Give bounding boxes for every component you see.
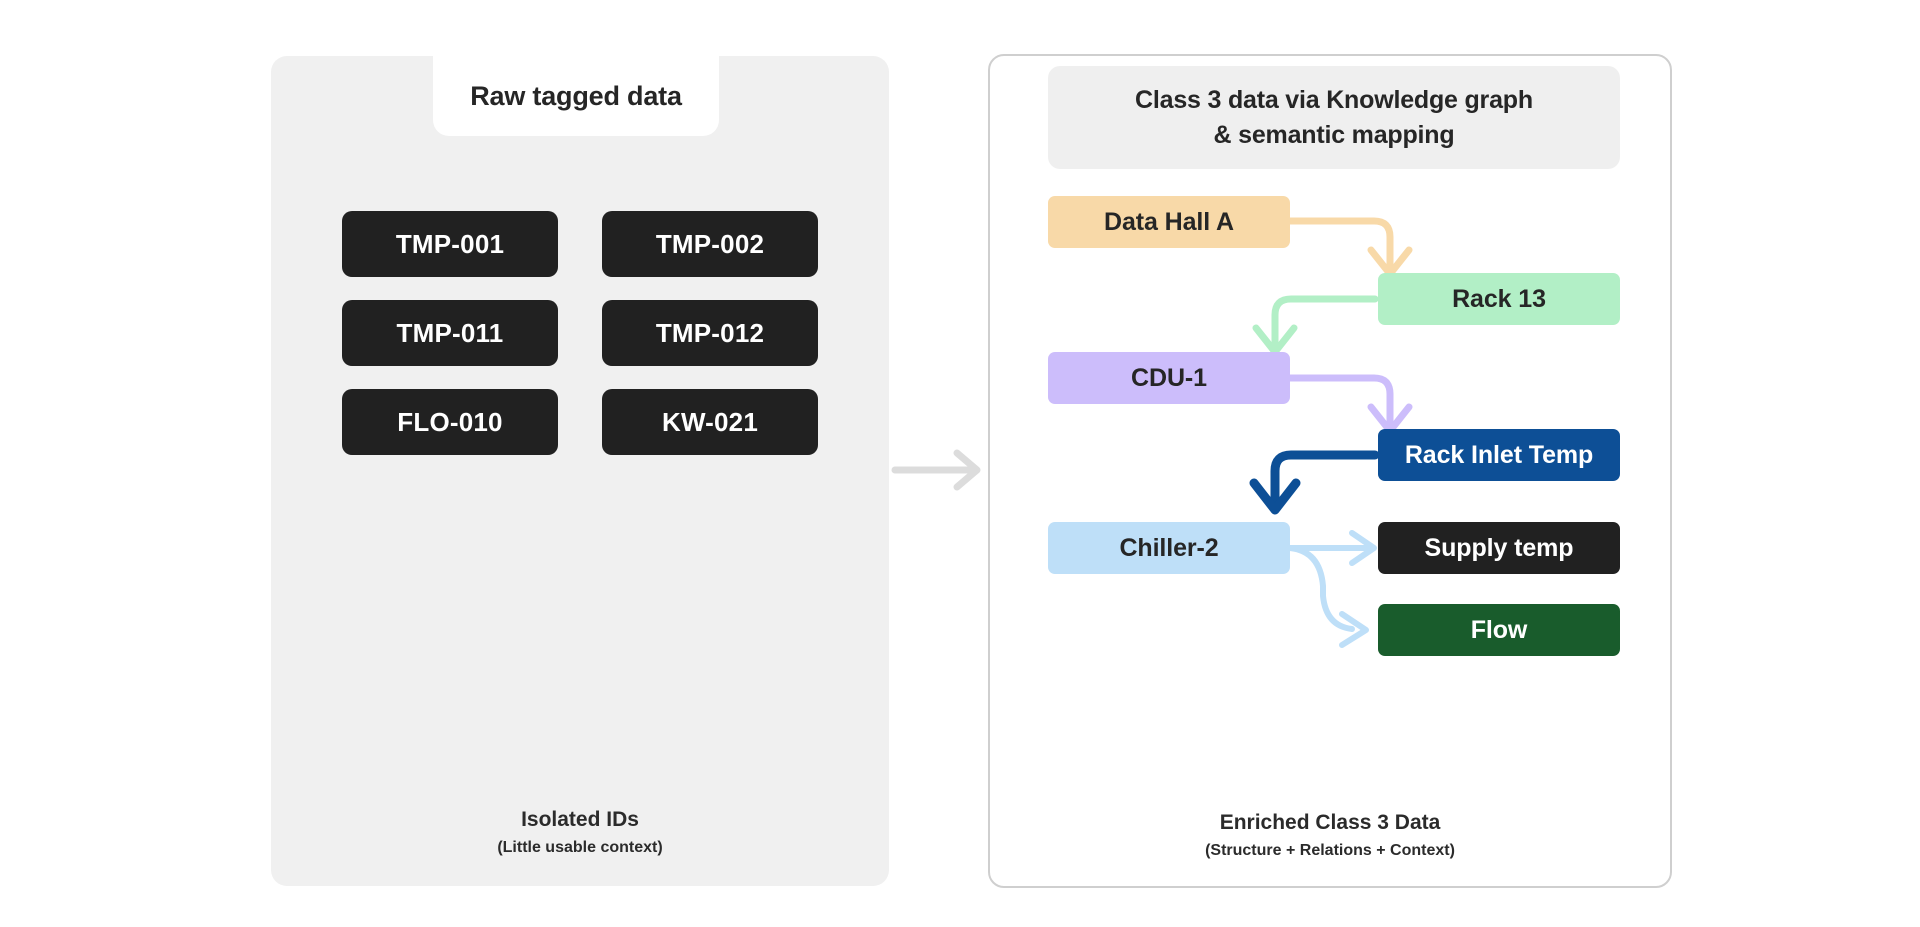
panel-transition-arrow xyxy=(889,445,999,495)
graph-node-label: Data Hall A xyxy=(1104,207,1234,236)
tag-chip[interactable]: TMP-012 xyxy=(602,300,818,366)
enriched-caption-main: Enriched Class 3 Data xyxy=(1219,811,1441,834)
tag-chip-label: TMP-012 xyxy=(655,317,765,348)
graph-node-chiller-2[interactable]: Chiller-2 xyxy=(1048,522,1290,574)
tag-chip[interactable]: FLO-010 xyxy=(342,389,558,455)
edge-data-hall-a-to-rack-13 xyxy=(1286,217,1413,278)
graph-node-rack-inlet-temp[interactable]: Rack Inlet Temp xyxy=(1378,429,1620,481)
raw-tagged-data-title-band: Raw tagged data xyxy=(433,56,719,136)
tag-chip[interactable]: TMP-011 xyxy=(342,300,558,366)
enriched-caption-sub: (Structure + Relations + Context) xyxy=(1205,842,1455,860)
graph-node-rack-13[interactable]: Rack 13 xyxy=(1378,273,1620,325)
knowledge-graph: Data Hall A Rack 13 CDU-1 Rack Inlet Tem… xyxy=(990,56,1670,886)
graph-node-label: Rack 13 xyxy=(1452,284,1546,313)
graph-node-label: Flow xyxy=(1470,615,1528,644)
knowledge-graph-title-line1: Class 3 data via Knowledge graph xyxy=(1135,86,1533,114)
edge-chiller-2-to-supply-temp xyxy=(1287,530,1377,566)
graph-node-label: Rack Inlet Temp xyxy=(1404,440,1594,469)
tag-chip-label: TMP-002 xyxy=(655,228,765,259)
enriched-panel-caption: Enriched Class 3 Data (Structure + Relat… xyxy=(990,809,1670,863)
tag-id-grid: TMP-001 TMP-002 TMP-011 TMP-012 FLO-010 … xyxy=(342,211,818,455)
graph-node-supply-temp[interactable]: Supply temp xyxy=(1378,522,1620,574)
edge-rack-13-to-cdu-1 xyxy=(1252,295,1379,356)
graph-node-cdu-1[interactable]: CDU-1 xyxy=(1048,352,1290,404)
graph-node-label: Supply temp xyxy=(1424,533,1574,562)
graph-node-data-hall-a[interactable]: Data Hall A xyxy=(1048,196,1290,248)
tag-chip[interactable]: KW-021 xyxy=(602,389,818,455)
tag-chip[interactable]: TMP-001 xyxy=(342,211,558,277)
tag-chip-label: FLO-010 xyxy=(397,406,503,437)
edge-cdu-1-to-rack-inlet-temp xyxy=(1286,374,1413,435)
knowledge-graph-title-band: Class 3 data via Knowledge graph & seman… xyxy=(1048,66,1620,169)
knowledge-graph-panel: Class 3 data via Knowledge graph & seman… xyxy=(988,54,1672,888)
tag-chip-label: TMP-011 xyxy=(396,317,504,348)
raw-caption-main: Isolated IDs xyxy=(521,808,639,831)
tag-chip-label: TMP-001 xyxy=(395,228,505,259)
raw-tagged-data-panel: Raw tagged data TMP-001 TMP-002 TMP-011 … xyxy=(271,56,889,886)
edge-rack-inlet-temp-to-chiller-2 xyxy=(1249,450,1380,515)
raw-panel-caption: Isolated IDs (Little usable context) xyxy=(271,806,889,860)
tag-chip-label: KW-021 xyxy=(661,406,759,437)
arrow-right-icon xyxy=(891,449,981,491)
graph-node-label: Chiller-2 xyxy=(1119,533,1219,562)
raw-caption-sub: (Little usable context) xyxy=(497,839,663,857)
graph-node-label: CDU-1 xyxy=(1131,363,1207,392)
tag-chip[interactable]: TMP-002 xyxy=(602,211,818,277)
graph-node-flow[interactable]: Flow xyxy=(1378,604,1620,656)
knowledge-graph-title-line2: & semantic mapping xyxy=(1213,120,1455,149)
edge-chiller-2-to-flow xyxy=(1287,545,1369,648)
raw-tagged-data-title: Raw tagged data xyxy=(470,80,682,111)
